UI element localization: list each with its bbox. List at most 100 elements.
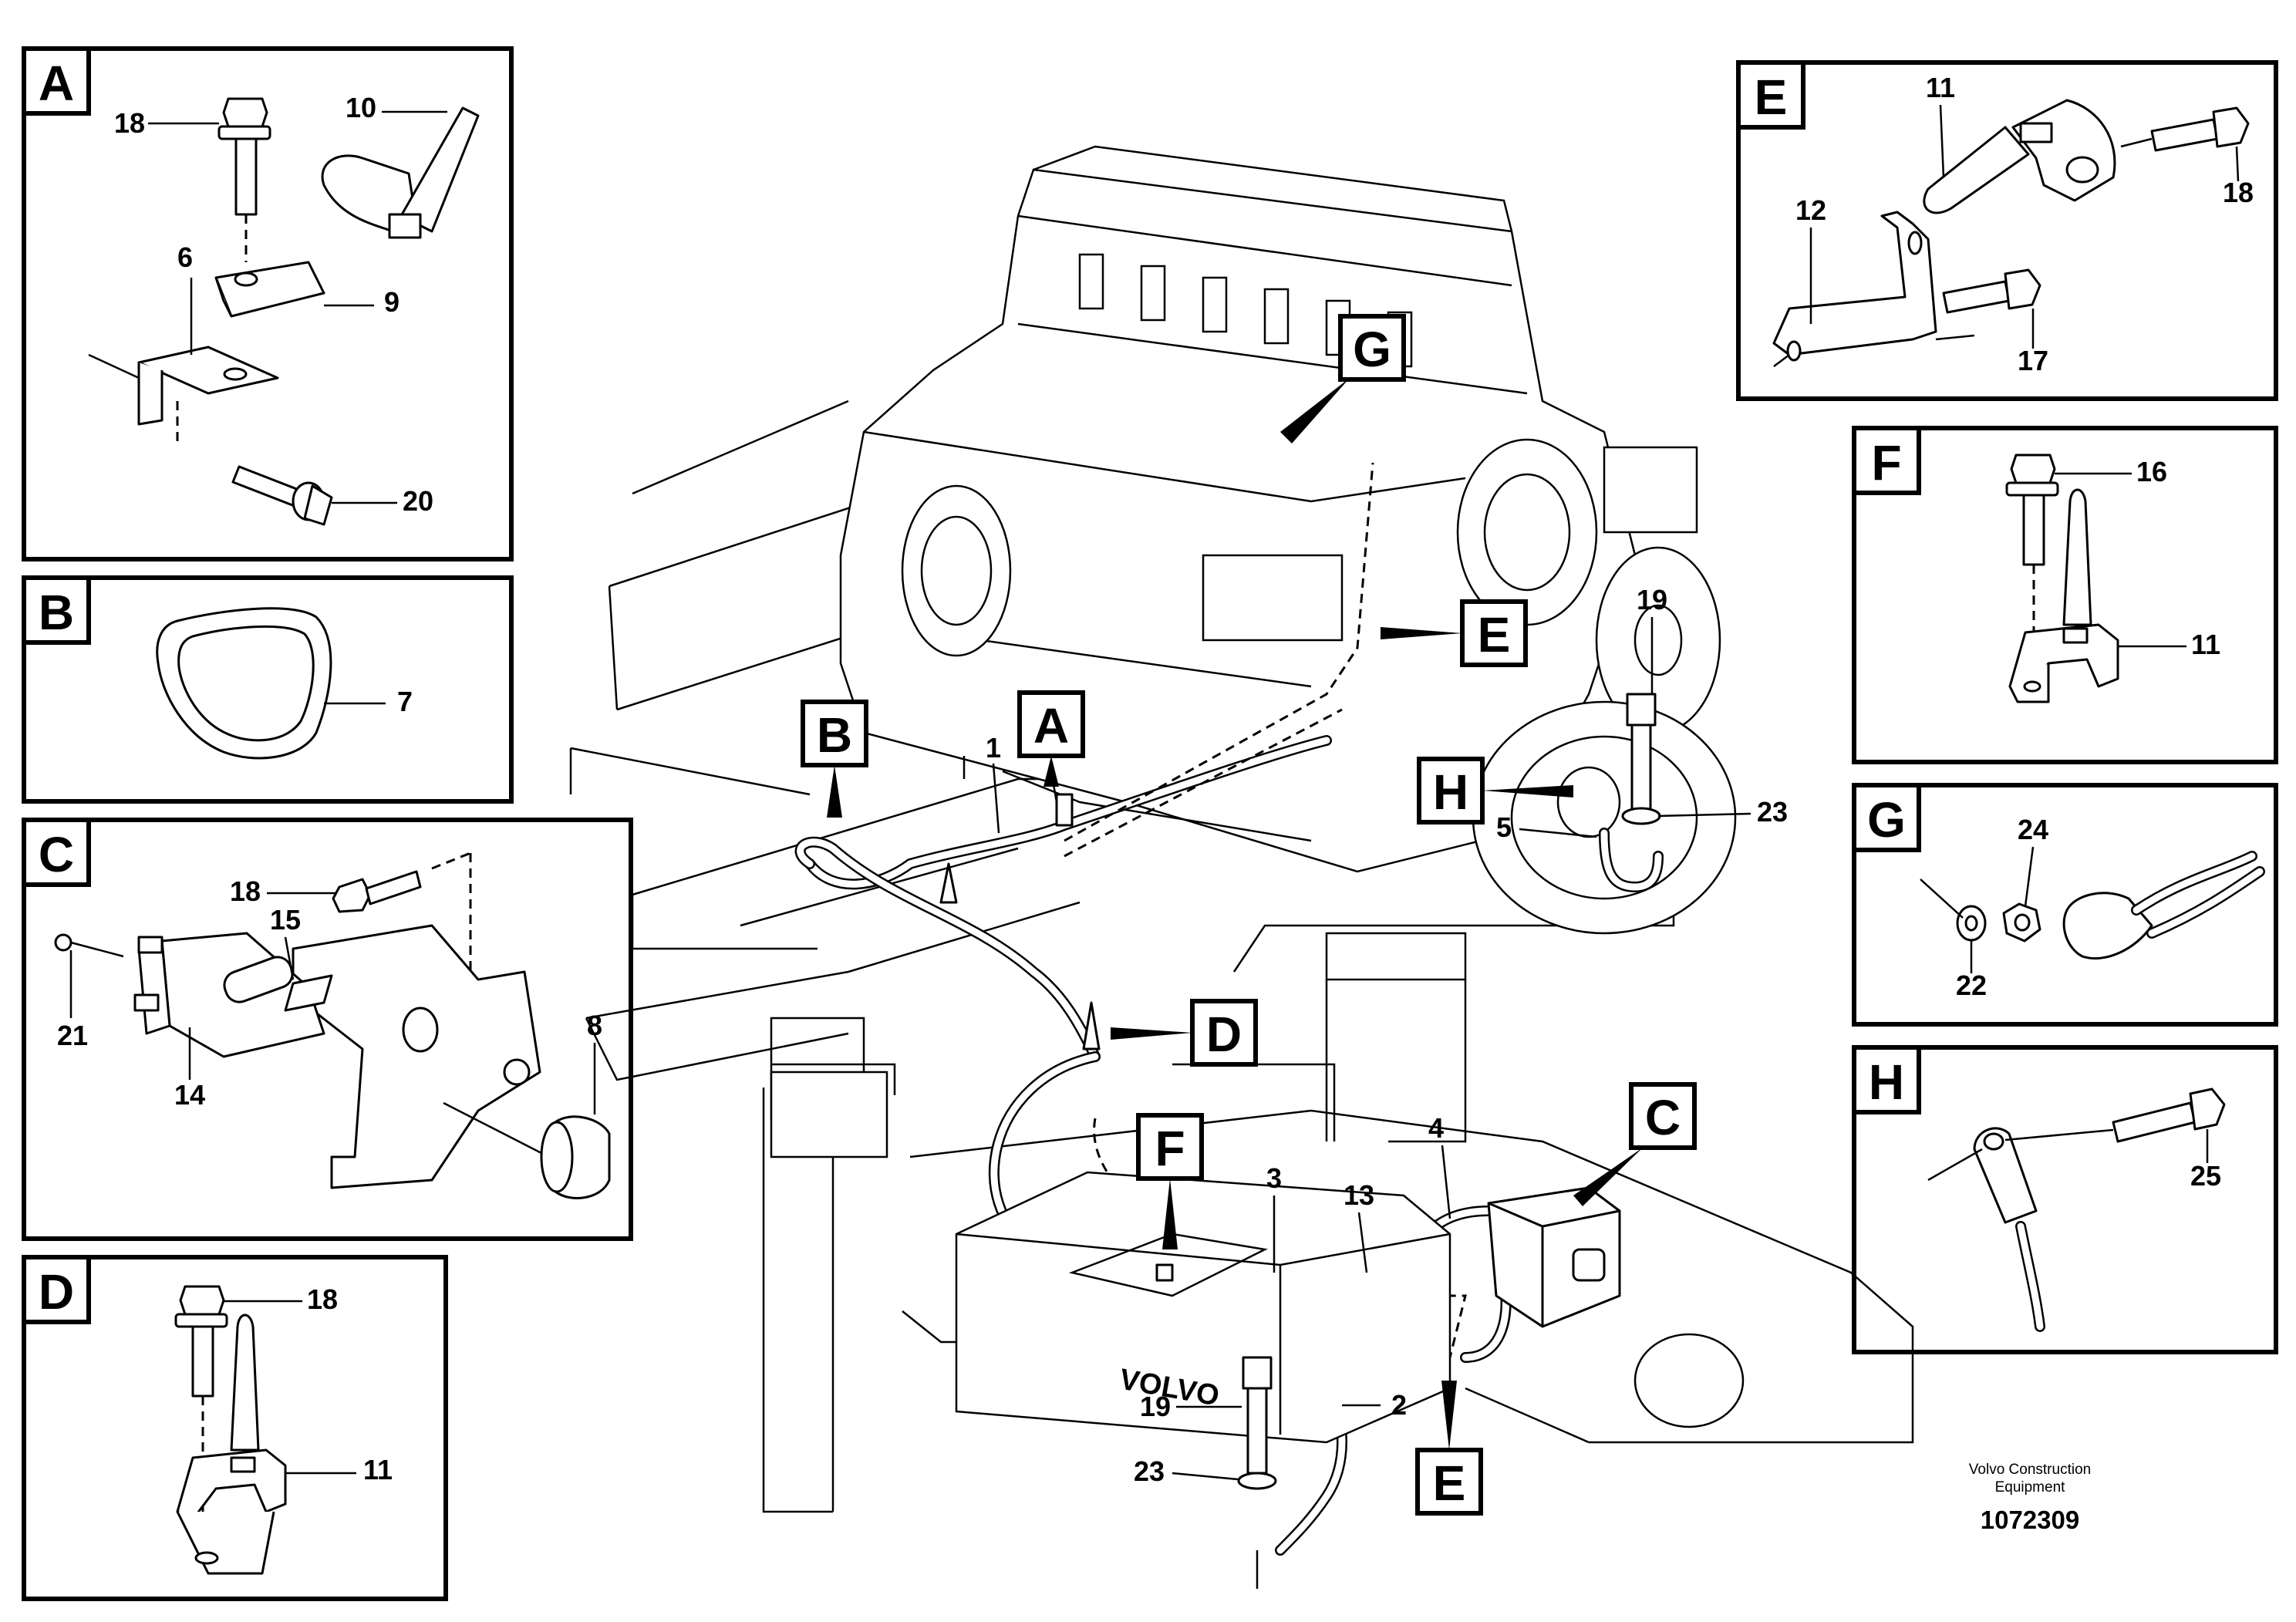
bracket-12	[1772, 211, 1975, 367]
detail-panel-A: A 18 10 9	[22, 46, 514, 561]
item-13: 13	[1344, 1179, 1374, 1211]
svg-text:17: 17	[2018, 345, 2048, 376]
machine-frame	[569, 400, 1914, 1513]
svg-text:D: D	[1206, 1007, 1242, 1062]
bolt-20	[231, 465, 333, 526]
ring-terminal-h	[1927, 1127, 2114, 1332]
item-4: 4	[1428, 1112, 1444, 1144]
publisher-line-1: Volvo Construction	[1969, 1462, 2091, 1478]
screw-21	[54, 933, 124, 958]
svg-text:D: D	[39, 1264, 74, 1320]
item-19-starter: 19	[1637, 584, 1667, 615]
drawing-number: 1072309	[1981, 1506, 2079, 1534]
callout-E-lower: E	[1415, 1381, 1483, 1516]
svg-text:H: H	[1869, 1054, 1904, 1110]
battery-bolt-19	[1237, 1356, 1277, 1589]
svg-text:18: 18	[230, 875, 261, 907]
svg-text:18: 18	[2223, 177, 2254, 208]
svg-text:24: 24	[2018, 814, 2048, 845]
detail-panel-G: G 22 24	[1852, 783, 2278, 1027]
callout-C: C	[1573, 1082, 1697, 1206]
svg-text:18: 18	[307, 1283, 338, 1315]
svg-text:C: C	[39, 827, 74, 882]
switch-bracket	[292, 924, 541, 1189]
bolt-18-d	[174, 1285, 228, 1543]
svg-text:8: 8	[587, 1010, 602, 1041]
svg-text:14: 14	[174, 1079, 205, 1111]
svg-text:G: G	[1867, 792, 1906, 848]
bolt-18-e	[2150, 106, 2250, 152]
clip-11-d	[176, 1313, 287, 1575]
engine-block	[839, 145, 1737, 935]
item-3: 3	[1266, 1162, 1282, 1194]
svg-text:B: B	[817, 707, 852, 763]
svg-text:10: 10	[346, 92, 376, 123]
main-callouts: A B G E H D	[801, 314, 1788, 1516]
svg-text:9: 9	[384, 286, 400, 318]
clip-9	[214, 261, 325, 318]
svg-text:6: 6	[177, 241, 193, 273]
battery-box: VOLVO	[955, 1171, 1451, 1444]
item-23-starter: 23	[1757, 796, 1788, 828]
bolt-16	[2005, 454, 2059, 679]
svg-text:22: 22	[1956, 969, 1987, 1001]
svg-text:F: F	[1155, 1121, 1185, 1176]
cable-tie	[939, 862, 958, 904]
item-2: 2	[1391, 1389, 1407, 1421]
svg-text:E: E	[1478, 607, 1511, 663]
detail-panel-D: D 18 11	[22, 1255, 448, 1601]
svg-text:H: H	[1433, 764, 1468, 820]
bolt-17	[1942, 268, 2041, 314]
svg-text:18: 18	[114, 107, 145, 139]
clip-11-e	[1923, 99, 2116, 214]
detail-panel-C: C 18 15	[22, 818, 633, 1241]
svg-text:11: 11	[363, 1454, 393, 1485]
bolt-25	[2112, 1088, 2226, 1143]
callout-B: B	[801, 700, 868, 818]
nut-24	[2002, 902, 2041, 943]
bolt-18	[217, 97, 271, 262]
svg-text:E: E	[1755, 69, 1788, 125]
callout-E-upper: E	[1381, 599, 1528, 667]
svg-text:25: 25	[2190, 1160, 2221, 1192]
tie-mount-A	[1055, 793, 1074, 827]
svg-text:F: F	[1871, 435, 1901, 491]
callout-F: F	[1136, 1113, 1204, 1249]
svg-text:11: 11	[1926, 72, 1955, 103]
clip-11-f	[2008, 488, 2119, 703]
svg-text:C: C	[1645, 1090, 1681, 1145]
svg-text:12: 12	[1795, 194, 1826, 226]
callout-H: H	[1417, 757, 1573, 824]
bolt-18-c	[332, 851, 472, 1003]
detail-panel-E: E 11 18 12 17	[1736, 60, 2278, 401]
svg-text:A: A	[39, 56, 74, 111]
tie-mount-F	[1155, 1263, 1174, 1282]
grommet-8	[443, 1101, 611, 1199]
item-1: 1	[986, 732, 1001, 764]
item-23-battery: 23	[1134, 1455, 1165, 1487]
svg-text:G: G	[1353, 322, 1391, 377]
key-15	[284, 974, 333, 1012]
detail-panel-H: H 25	[1852, 1045, 2278, 1354]
grommet-7	[156, 607, 332, 760]
svg-text:A: A	[1033, 698, 1069, 754]
callout-D: D	[1111, 999, 1258, 1067]
cable-terminal-g	[2062, 851, 2265, 960]
svg-text:21: 21	[57, 1020, 88, 1051]
bracket-6	[88, 346, 279, 447]
svg-text:7: 7	[397, 686, 413, 717]
main-assembly-view: VOLVO	[569, 145, 1914, 1589]
main-switch-14	[133, 932, 325, 1058]
item-19-battery: 19	[1140, 1391, 1171, 1422]
cable-tie	[1082, 1001, 1101, 1050]
cable-tie-10	[321, 106, 480, 239]
publisher-line-2: Equipment	[1995, 1479, 2066, 1496]
svg-text:16: 16	[2136, 456, 2167, 487]
washer-22	[1956, 905, 1987, 942]
drawing-credit: Volvo Construction Equipment 1072309	[1969, 1462, 2091, 1534]
detail-panel-F: F 16 11	[1852, 426, 2278, 764]
svg-text:11: 11	[2191, 629, 2220, 660]
starter-bolt-19	[1621, 693, 1661, 825]
svg-text:E: E	[1433, 1455, 1466, 1511]
svg-text:B: B	[39, 585, 74, 640]
